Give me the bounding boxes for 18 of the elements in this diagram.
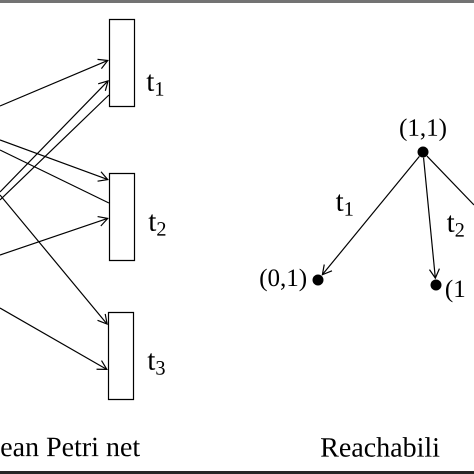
node-label: t$_{3}$ — [148, 353, 165, 375]
arrow — [322, 156, 420, 276]
edge-label: t$_{1}$ — [334, 193, 356, 217]
panel-caption: ean Petri net — [1, 438, 140, 456]
node-label: (1 — [446, 280, 464, 302]
node-label: (1,1) — [400, 118, 446, 142]
arrow — [0, 58, 109, 107]
arrow — [422, 158, 440, 280]
arrow — [0, 307, 108, 370]
node-label: t$_{2}$ — [148, 214, 166, 236]
edge-label: t$_{2}$ — [446, 214, 466, 238]
node-label: t$_{1}$ — [146, 74, 164, 96]
node-label: (0,1) — [260, 268, 306, 292]
panel-caption: Reachabili — [321, 437, 440, 457]
arrow — [0, 194, 108, 325]
arrow — [0, 80, 109, 192]
arrow — [0, 139, 109, 182]
arrow — [0, 216, 109, 256]
